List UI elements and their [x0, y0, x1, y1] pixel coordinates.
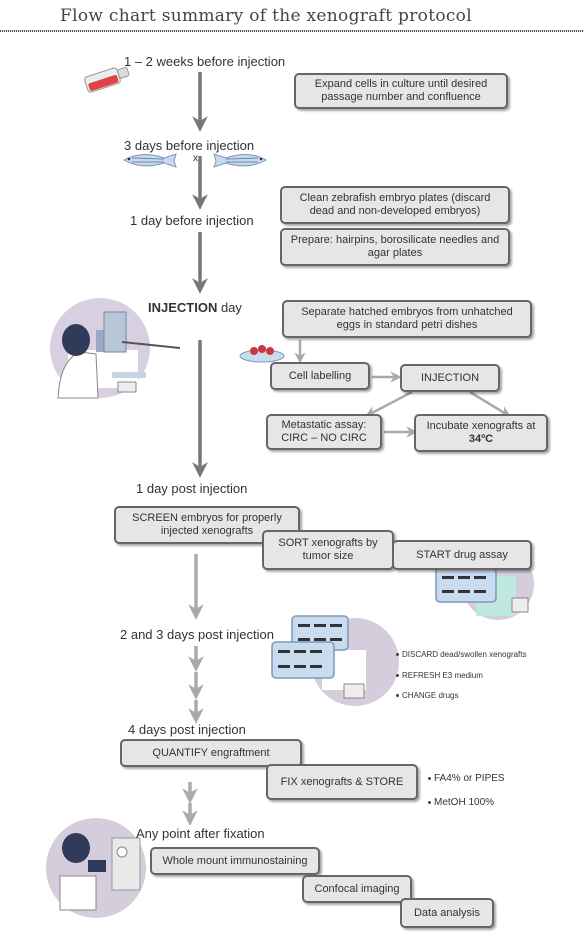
cell-flask-icon	[84, 66, 130, 93]
fish-plate-icon	[435, 567, 497, 603]
bullet-dot	[396, 653, 399, 657]
confocal-scientist-icon	[46, 818, 146, 918]
stage-label-3-days: 3 days before injection	[124, 138, 255, 153]
injection-day-arrows	[294, 340, 511, 438]
prepare-needles-box: Prepare: hairpins, borosilicate needles …	[280, 228, 510, 266]
fish-plate-icon	[271, 641, 335, 679]
incubate-line-2: 34ºC	[468, 433, 494, 445]
bullet-dot	[428, 800, 431, 804]
expand-cells-box: Expand cells in culture until desired pa…	[294, 73, 508, 109]
stage-label-injection-day: INJECTION day	[148, 300, 242, 315]
incubate-xenografts-box: Incubate xenografts at 34ºC	[414, 414, 548, 452]
arrow-injection-to-metastatic	[365, 390, 413, 417]
note-meoh: MetOH 100%	[428, 797, 494, 808]
sort-xenografts-box: SORT xenografts by tumor size	[262, 530, 394, 570]
start-drug-assay-box: START drug assay	[392, 540, 532, 570]
stage-label-2-3-days-post: 2 and 3 days post injection	[120, 627, 274, 642]
note-discard-text: DISCARD dead/swollen xenografts	[402, 650, 527, 659]
bullet-dot	[428, 776, 431, 780]
confocal-imaging-box: Confocal imaging	[302, 875, 412, 903]
whole-mount-box: Whole mount immunostaining	[150, 847, 320, 875]
stage-label-1-day-before: 1 day before injection	[130, 213, 254, 228]
fix-store-box: FIX xenografts & STORE	[266, 764, 418, 800]
stage-label-1-2-weeks: 1 – 2 weeks before injection	[124, 54, 286, 69]
incubate-line-1: Incubate xenografts at	[426, 420, 536, 432]
zebrafish-icon	[122, 153, 177, 168]
note-refresh: REFRESH E3 medium	[396, 671, 483, 680]
note-change-text: CHANGE drugs	[402, 691, 459, 700]
injection-box: INJECTION	[400, 364, 500, 392]
quantify-engraftment-box: QUANTIFY engraftment	[120, 739, 302, 767]
page-title: Flow chart summary of the xenograft prot…	[60, 6, 472, 26]
microscope-scientist-icon	[50, 298, 181, 399]
metastatic-assay-box: Metastatic assay: CIRC – NO CIRC	[266, 414, 382, 450]
metastatic-line-1: Metastatic assay:	[281, 419, 367, 431]
stage-label-4-days-post: 4 days post injection	[128, 722, 246, 737]
note-change: CHANGE drugs	[396, 691, 458, 700]
cell-labelling-box: Cell labelling	[270, 362, 370, 390]
note-refresh-text: REFRESH E3 medium	[402, 671, 483, 680]
note-fa-text: FA4% or PIPES	[434, 773, 505, 784]
data-analysis-box: Data analysis	[400, 898, 494, 928]
zebrafish-icon	[213, 153, 268, 168]
note-fa: FA4% or PIPES	[428, 773, 505, 784]
note-meoh-text: MetOH 100%	[434, 797, 495, 808]
stage-label-after-fixation: Any point after fixation	[136, 826, 265, 841]
bullet-dot	[396, 694, 399, 698]
cross-symbol: x	[193, 153, 198, 164]
later-timeline-arrows	[182, 554, 204, 826]
petri-dish-icon	[239, 345, 285, 363]
metastatic-line-2: CIRC – NO CIRC	[281, 432, 367, 444]
clean-plates-box: Clean zebrafish embryo plates (discard d…	[280, 186, 510, 224]
screen-embryos-box: SCREEN embryos for properly injected xen…	[114, 506, 300, 544]
injection-day-rest: day	[217, 300, 242, 315]
separate-embryos-box: Separate hatched embryos from unhatched …	[282, 300, 532, 338]
injection-day-bold: INJECTION	[148, 300, 218, 315]
stage-label-1-day-post: 1 day post injection	[136, 481, 248, 496]
note-discard: DISCARD dead/swollen xenografts	[396, 650, 527, 659]
arrow-injection-to-incubate	[469, 390, 511, 417]
bullet-dot	[396, 674, 399, 678]
